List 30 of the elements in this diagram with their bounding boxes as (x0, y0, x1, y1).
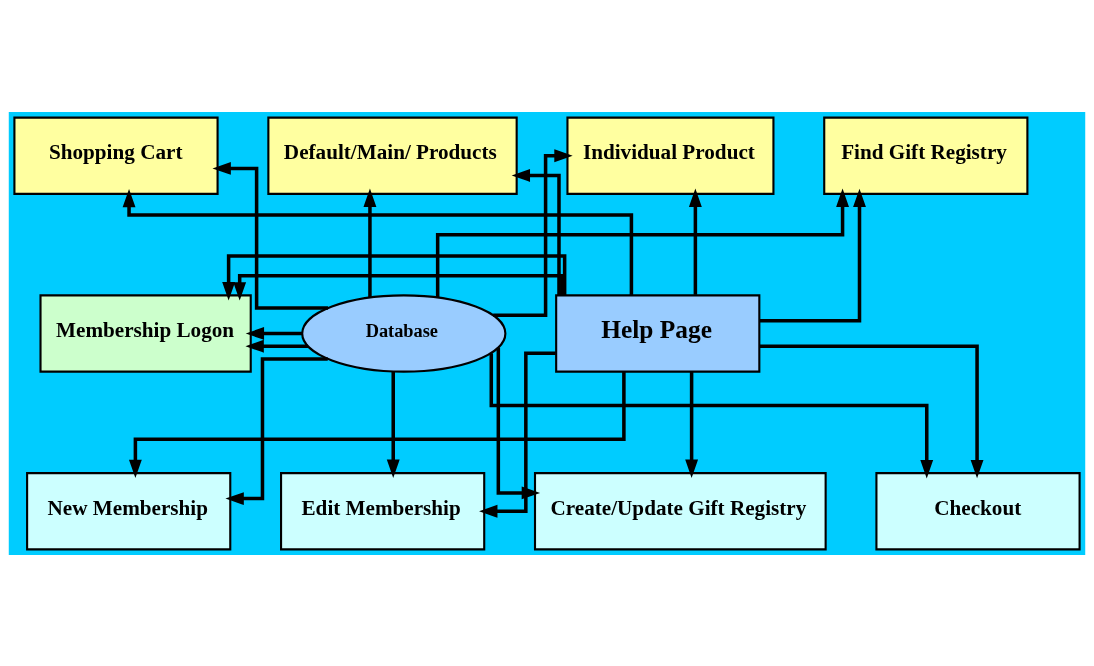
arrow (128, 371, 626, 478)
arrow (386, 371, 400, 478)
arrow (489, 352, 934, 478)
node-ellipse: Database (301, 293, 507, 373)
arrow (759, 343, 984, 478)
node-box: Membership Logon (39, 293, 252, 373)
node-box: Individual Product (566, 116, 775, 195)
arrow (685, 371, 699, 478)
arrow (688, 188, 702, 295)
arrow (363, 188, 377, 297)
arrow (245, 339, 309, 353)
arrow (222, 253, 567, 300)
node-box: Help Page (555, 293, 761, 373)
node-box: Find Gift Registry (823, 116, 1029, 195)
arrow (212, 161, 329, 310)
node-box: Shopping Cart (13, 116, 219, 195)
node-box: Default/Main/ Products (267, 116, 518, 195)
node-box: Checkout (875, 471, 1081, 550)
arrow (479, 351, 556, 518)
arrow (122, 188, 634, 295)
arrow (759, 188, 866, 323)
node-box: New Membership (26, 471, 232, 550)
arrow (493, 148, 573, 317)
arrow (225, 356, 328, 505)
node-box: Edit Membership (280, 471, 486, 550)
arrow (245, 326, 303, 340)
arrow (435, 188, 849, 297)
arrow (511, 168, 561, 295)
arrow (233, 273, 564, 301)
node-box: Create/Update Gift Registry (533, 471, 827, 550)
